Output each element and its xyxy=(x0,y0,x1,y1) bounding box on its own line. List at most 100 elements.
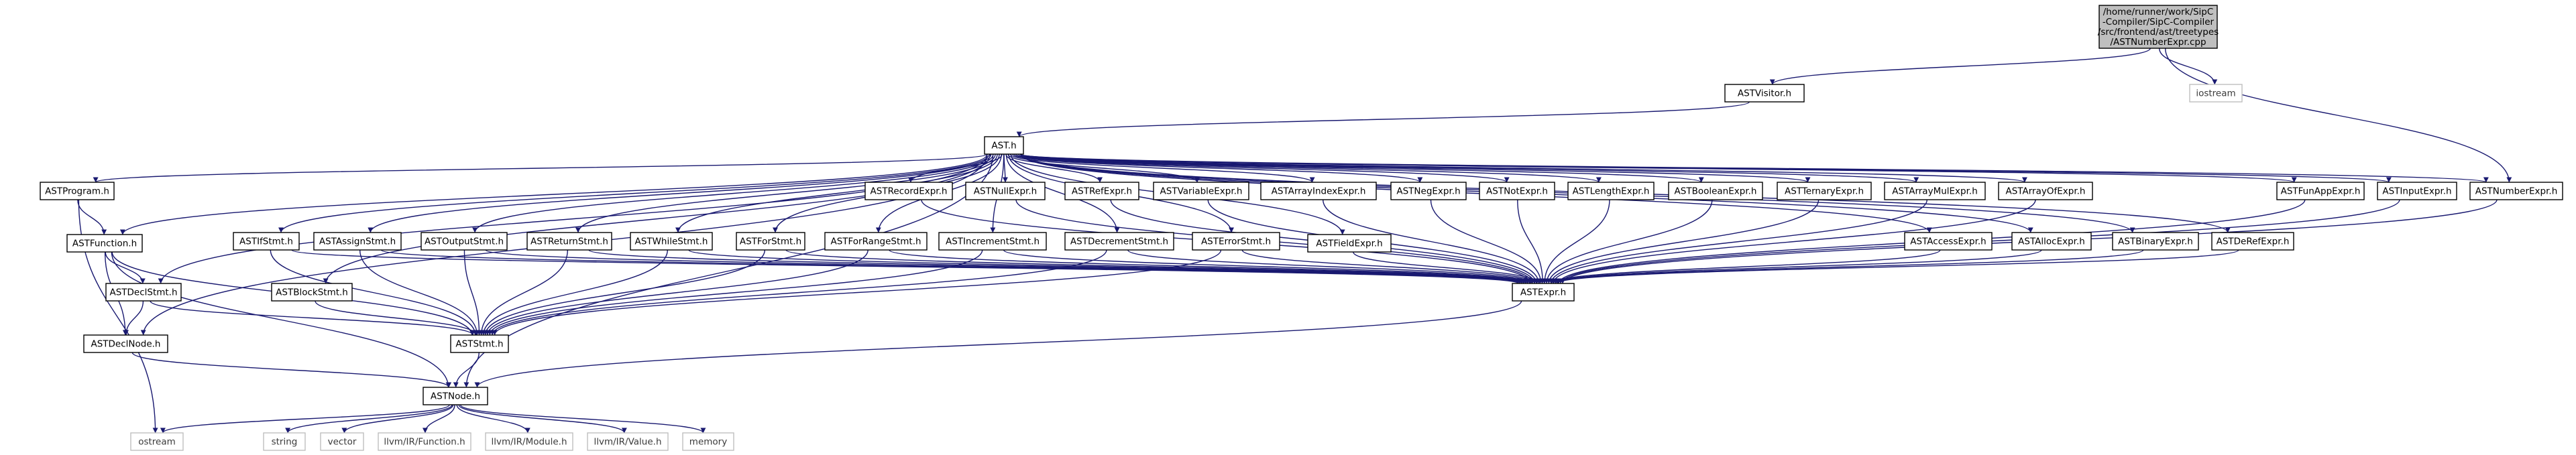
node-label: ASTDecrementStmt.h xyxy=(1070,237,1168,247)
node-label: ASTStmt.h xyxy=(455,339,503,350)
edge-ast-to-astlengthexpr xyxy=(1015,153,1602,183)
node-box xyxy=(1567,182,1655,200)
node-astnullexpr-h[interactable]: ASTNullExpr.h xyxy=(965,182,1046,200)
node-box xyxy=(1064,232,1174,251)
node-label: llvm/IR/Function.h xyxy=(384,437,465,448)
node-astnotexpr-h[interactable]: ASTNotExpr.h xyxy=(1479,182,1555,200)
node-astprogram-h[interactable]: ASTProgram.h xyxy=(40,182,115,200)
node-label: ASTBooleanExpr.h xyxy=(1675,186,1757,197)
node-box xyxy=(105,283,182,302)
node-astlengthexpr-h[interactable]: ASTLengthExpr.h xyxy=(1567,182,1655,200)
node-astwhilestmt-h[interactable]: ASTWhileStmt.h xyxy=(630,232,713,251)
node-ast-h[interactable]: AST.h xyxy=(984,136,1024,155)
node-astbooleanexpr-h[interactable]: ASTBooleanExpr.h xyxy=(1668,182,1763,200)
edge-ast-to-astnegexpr xyxy=(1011,153,1423,183)
edge-astoutputstmt-to-astexpr xyxy=(485,249,1524,284)
edge-astarrayofexpr-to-astexpr xyxy=(1551,199,2036,284)
node-home-runner-work-sipc-compiler-sipc-compiler-src-frontend-ast-treetypes-astnumberexpr-cpp[interactable]: /home/runner/work/SipC-Compiler/SipC-Com… xyxy=(2098,5,2219,49)
node-label: ASTProgram.h xyxy=(45,186,109,197)
node-box xyxy=(1064,182,1139,200)
node-astforrangestmt-h[interactable]: ASTForRangeStmt.h xyxy=(824,232,928,251)
node-astallocexpr-h[interactable]: ASTAllocExpr.h xyxy=(2011,232,2092,251)
node-astinputexpr-h[interactable]: ASTInputExpr.h xyxy=(2377,182,2457,200)
node-astarraymulexpr-h[interactable]: ASTArrayMulExpr.h xyxy=(1884,182,1986,200)
node-astfunappexpr-h[interactable]: ASTFunAppExpr.h xyxy=(2276,182,2365,200)
edge-astfunction-to-astdeclstmt xyxy=(105,251,146,284)
node-label: ASTNotExpr.h xyxy=(1486,186,1548,197)
node-string: string xyxy=(263,432,306,451)
node-vector: vector xyxy=(320,432,364,451)
edge-astaccessexpr-to-astexpr xyxy=(1549,249,1941,284)
edge-ast-to-astprogram xyxy=(93,153,988,183)
edge-astforstmt-to-aststmt xyxy=(482,249,766,336)
node-box xyxy=(938,232,1047,251)
node-box xyxy=(2189,84,2243,103)
node-astdeclnode-h[interactable]: ASTDeclNode.h xyxy=(83,334,168,353)
node-astbinaryexpr-h[interactable]: ASTBinaryExpr.h xyxy=(2112,232,2199,251)
node-box xyxy=(965,182,1046,200)
edge-astdecrementstmt-to-aststmt xyxy=(490,249,1107,336)
node-astoutputstmt-h[interactable]: ASTOutputStmt.h xyxy=(421,232,508,251)
node-box xyxy=(587,432,669,451)
node-box xyxy=(1153,182,1249,200)
edge-astdeclstmt-to-aststmt xyxy=(150,300,475,336)
node-label: ASTArrayIndexExpr.h xyxy=(1272,186,1366,197)
dependency-edges xyxy=(77,48,2512,434)
node-astexpr-h[interactable]: ASTExpr.h xyxy=(1512,283,1575,302)
node-box xyxy=(1724,84,1805,103)
node-astdeclstmt-h[interactable]: ASTDeclStmt.h xyxy=(105,283,182,302)
node-astincrementstmt-h[interactable]: ASTIncrementStmt.h xyxy=(938,232,1047,251)
node-aststmt-h[interactable]: ASTStmt.h xyxy=(450,334,509,353)
node-astnode-h[interactable]: ASTNode.h xyxy=(423,387,488,405)
node-astternaryexpr-h[interactable]: ASTTernaryExpr.h xyxy=(1777,182,1872,200)
node-box xyxy=(1512,283,1575,302)
node-box xyxy=(378,432,471,451)
node-astvisitor-h[interactable]: ASTVisitor.h xyxy=(1724,84,1805,103)
edge-astternaryexpr-to-astexpr xyxy=(1546,199,1819,284)
edge-astforstmt-to-astexpr xyxy=(785,249,1530,284)
node-astfunction-h[interactable]: ASTFunction.h xyxy=(66,234,143,253)
node-box xyxy=(630,232,713,251)
node-astfieldexpr-h[interactable]: ASTFieldExpr.h xyxy=(1307,234,1392,253)
node-astderefexpr-h[interactable]: ASTDeRefExpr.h xyxy=(2211,232,2294,251)
node-astvariableexpr-h[interactable]: ASTVariableExpr.h xyxy=(1153,182,1249,200)
edge-ast-to-astarrayofexpr xyxy=(1020,153,2027,183)
edge-astdeclstmt-to-astdeclnode xyxy=(123,300,144,336)
node-astrecordexpr-h[interactable]: ASTRecordExpr.h xyxy=(864,182,953,200)
edge-astfieldexpr-to-astexpr xyxy=(1353,251,1543,284)
edge-astbinaryexpr-to-astexpr xyxy=(1553,249,2144,284)
node-astblockstmt-h[interactable]: ASTBlockStmt.h xyxy=(271,283,353,302)
node-astforstmt-h[interactable]: ASTForStmt.h xyxy=(736,232,805,251)
node-astassignstmt-h[interactable]: ASTAssignStmt.h xyxy=(313,232,402,251)
node-astnegexpr-h[interactable]: ASTNegExpr.h xyxy=(1390,182,1467,200)
edge-root-to-astvisitor xyxy=(1769,48,2151,85)
node-astnumberexpr-h[interactable]: ASTNumberExpr.h xyxy=(2469,182,2563,200)
node-astdecrementstmt-h[interactable]: ASTDecrementStmt.h xyxy=(1064,232,1174,251)
edge-ast-to-astnumberexpr xyxy=(1020,153,2489,183)
node-box xyxy=(736,232,805,251)
node-label: ASTArrayOfExpr.h xyxy=(2006,186,2086,197)
node-asterrorstmt-h[interactable]: ASTErrorStmt.h xyxy=(1192,232,1280,251)
node-label: /ASTNumberExpr.cpp xyxy=(2110,37,2206,48)
node-label: memory xyxy=(689,437,727,448)
node-label: ASTNode.h xyxy=(431,391,480,402)
node-astaccessexpr-h[interactable]: ASTAccessExpr.h xyxy=(1904,232,1993,251)
node-astarrayofexpr-h[interactable]: ASTArrayOfExpr.h xyxy=(1998,182,2093,200)
edge-astvisitor-to-ast xyxy=(1017,101,1750,137)
node-astifstmt-h[interactable]: ASTIfStmt.h xyxy=(233,232,300,251)
edge-root-to-iostream xyxy=(2159,48,2218,85)
edge-astnode-to-llvmfunction xyxy=(422,404,455,434)
node-box xyxy=(2112,232,2199,251)
edge-ast-to-astassignstmt xyxy=(368,153,992,233)
edge-ast-to-astbooleanexpr xyxy=(1017,153,1704,183)
node-label: AST.h xyxy=(991,141,1016,151)
node-label: llvm/IR/Value.h xyxy=(594,437,661,448)
node-label: ASTIfStmt.h xyxy=(239,237,293,247)
node-astrefexpr-h[interactable]: ASTRefExpr.h xyxy=(1064,182,1139,200)
node-label: ASTOutputStmt.h xyxy=(425,237,504,247)
edge-ast-to-astrecordexpr xyxy=(907,153,1003,183)
node-astreturnstmt-h[interactable]: ASTReturnStmt.h xyxy=(526,232,612,251)
node-astarrayindexexpr-h[interactable]: ASTArrayIndexExpr.h xyxy=(1260,182,1377,200)
node-label: ASTArrayMulExpr.h xyxy=(1892,186,1978,197)
